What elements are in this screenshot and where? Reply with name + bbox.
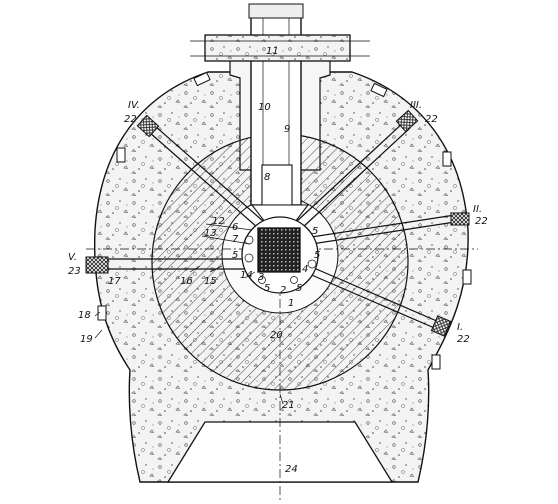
channel-V xyxy=(85,256,255,274)
label-10: 10 xyxy=(258,102,271,113)
label-14: 14 xyxy=(240,270,253,281)
wall-niche xyxy=(116,147,126,163)
channel-IV xyxy=(136,114,265,229)
label-7: 7 xyxy=(232,234,239,245)
control-rod-lower xyxy=(244,253,254,263)
label-IV: IV. xyxy=(128,100,140,111)
wall-niche xyxy=(431,354,441,370)
label-9: 9 xyxy=(284,124,290,135)
control-rod-right xyxy=(307,259,317,269)
label-I: I. xyxy=(457,322,463,333)
label-5-left: 5 xyxy=(232,250,238,261)
inlet-pipe-left xyxy=(258,276,266,284)
label-8: 8 xyxy=(264,172,270,183)
inlet-pipe-right xyxy=(290,276,298,284)
label-12: 12 xyxy=(212,216,225,227)
top-beam xyxy=(204,34,351,62)
label-4: 4 xyxy=(302,264,308,275)
shaft-top-cap xyxy=(248,3,304,19)
wall-niche xyxy=(462,269,472,285)
label-5-right: 5 xyxy=(314,250,320,261)
label-V: V. xyxy=(68,252,77,263)
label-III: III. xyxy=(410,100,422,111)
channel-II xyxy=(304,212,470,246)
wall-niche xyxy=(97,305,107,321)
leader-lines xyxy=(94,223,284,405)
channel-III xyxy=(295,109,419,229)
label-17: 17 xyxy=(108,276,121,287)
label-5-right-upper: 5 xyxy=(312,226,318,237)
label-22-III: 22 xyxy=(425,114,438,125)
label-11: 11 xyxy=(266,46,279,57)
label-3: 3 xyxy=(258,272,264,283)
label-5-bottom-right: 5 xyxy=(296,283,302,294)
label-22-IV: 22 xyxy=(124,114,137,125)
label-24: 24 xyxy=(285,464,298,475)
wall-niche xyxy=(193,71,211,87)
shaft-plug xyxy=(261,164,293,206)
wall-niche xyxy=(370,82,388,98)
label-20: 20 xyxy=(270,330,283,341)
label-18: 18 xyxy=(78,310,91,321)
label-II: II. xyxy=(473,204,482,215)
label-2: 2 xyxy=(280,285,286,296)
label-22-II: 22 xyxy=(475,216,488,227)
reactor-core xyxy=(257,227,301,273)
label-23: 23 xyxy=(68,266,81,277)
label-15: 15 xyxy=(204,276,217,287)
channel-I xyxy=(299,261,452,337)
label-5-bottom: 5 xyxy=(264,283,270,294)
label-6: 6 xyxy=(232,222,238,233)
label-22-I: 22 xyxy=(457,334,470,345)
label-19: 19 xyxy=(80,334,93,345)
label-16: 16 xyxy=(180,276,193,287)
label-21: 21 xyxy=(282,400,295,411)
label-1: 1 xyxy=(288,298,294,309)
label-13: 13 xyxy=(204,228,217,239)
wall-niche xyxy=(442,151,452,167)
